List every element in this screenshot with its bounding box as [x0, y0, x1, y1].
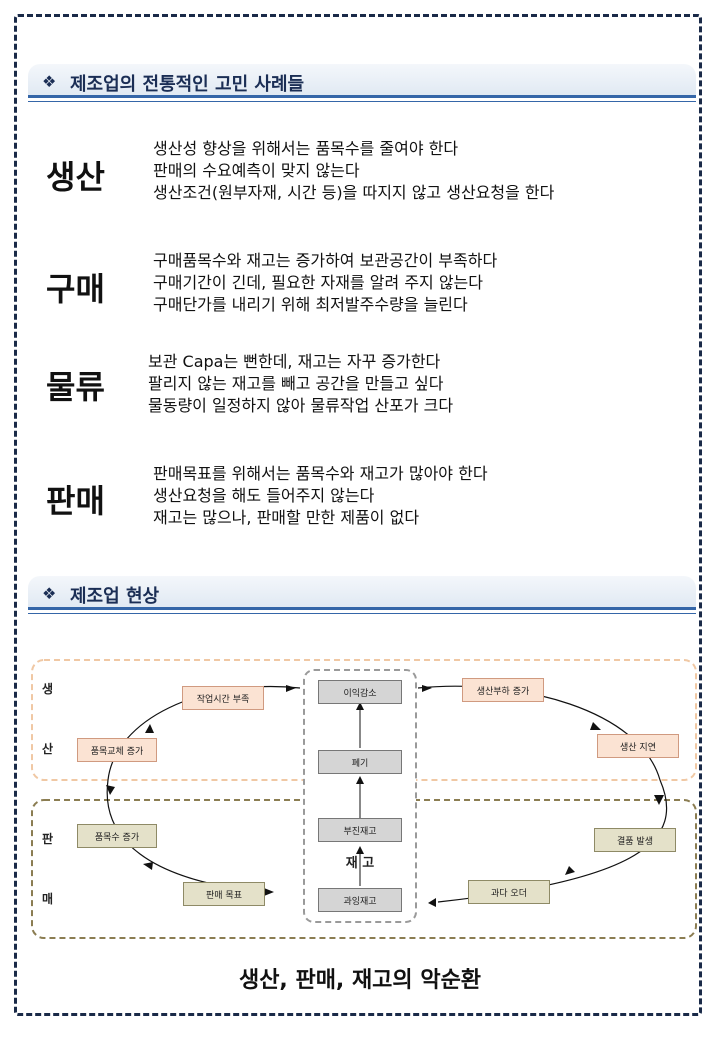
- cycle-arrow: [565, 866, 575, 875]
- issue-line: 보관 Capa는 뻔한데, 재고는 자꾸 증가한다: [148, 352, 441, 371]
- box-load-up: 생산부하 증가: [462, 678, 544, 702]
- cycle-arrow: [145, 724, 154, 733]
- box-shortage: 결품 발생: [594, 828, 676, 852]
- cycle-arc-left: [106, 686, 301, 893]
- cycle-arrow: [264, 888, 274, 896]
- cycle-arrow: [422, 685, 432, 692]
- box-work-time: 작업시간 부족: [182, 686, 264, 710]
- issue-line: 재고는 많으나, 판매할 만한 제품이 없다: [153, 508, 420, 527]
- category-purchasing-lines: 구매품목수와 재고는 증가하여 보관공간이 부족하다 구매기간이 긴데, 필요한…: [153, 250, 497, 316]
- section-header-traditional-issues: ❖ 제조업의 전통적인 고민 사례들: [28, 64, 696, 102]
- page-frame: [14, 14, 702, 1016]
- issue-line: 생산요청을 해도 들어주지 않는다: [153, 486, 375, 505]
- category-sales: 판매: [46, 482, 105, 520]
- box-sales-target: 판매 목표: [183, 882, 265, 906]
- category-sales-lines: 판매목표를 위해서는 품목수와 재고가 많아야 한다 생산요청을 해도 들어주지…: [153, 463, 488, 529]
- section-title: 제조업의 전통적인 고민 사례들: [70, 74, 305, 95]
- box-dead-stock: 부진재고: [318, 818, 402, 842]
- box-over-order: 과다 오더: [468, 880, 550, 904]
- vicious-cycle-diagram: 생 산 판 매 작업시간 부족 품목교체 증가 품목수 증가 판매 목표 이익감…: [0, 640, 720, 970]
- category-logistics-lines: 보관 Capa는 뻔한데, 재고는 자꾸 증가한다 팔리지 않는 재고를 빼고 …: [148, 351, 453, 417]
- box-disposal: 폐기: [318, 750, 402, 774]
- side-label-production-2: 산: [42, 742, 54, 756]
- category-logistics: 물류: [46, 368, 105, 406]
- issue-line: 팔리지 않는 재고를 빼고 공간을 만들고 싶다: [148, 374, 444, 393]
- cycle-arc-right: [417, 685, 668, 903]
- category-production: 생산: [46, 158, 105, 196]
- issue-line: 생산성 향상을 위해서는 품목수를 줄여야 한다: [153, 139, 459, 158]
- cycle-arrow: [428, 898, 436, 907]
- cycle-arrow: [654, 795, 664, 805]
- diamond-bullet-icon: ❖: [42, 72, 57, 91]
- side-label-sales-2: 매: [42, 892, 54, 906]
- issue-line: 구매품목수와 재고는 증가하여 보관공간이 부족하다: [153, 251, 498, 270]
- diagram-canvas: [31, 659, 697, 939]
- inventory-label: 재 고: [345, 855, 375, 871]
- issue-line: 생산조건(원부자재, 시간 등)을 따지지 않고 생산요청을 한다: [153, 183, 555, 202]
- issue-line: 구매단가를 내리기 위해 최저발주수량을 늘린다: [153, 295, 468, 314]
- section-title: 제조업 현상: [70, 586, 160, 607]
- box-item-count: 품목수 증가: [77, 824, 157, 848]
- box-profit-down: 이익감소: [318, 680, 402, 704]
- box-prod-delay: 생산 지연: [597, 734, 679, 758]
- issue-line: 구매기간이 긴데, 필요한 자재를 알려 주지 않는다: [153, 273, 484, 292]
- issue-line: 물동량이 일정하지 않아 물류작업 산포가 크다: [148, 396, 454, 415]
- side-label-production-1: 생: [42, 682, 54, 696]
- box-item-change: 품목교체 증가: [77, 738, 157, 762]
- cycle-arrow: [590, 722, 601, 730]
- section-header-manufacturing-phenomena: ❖ 제조업 현상: [28, 576, 696, 614]
- category-production-lines: 생산성 향상을 위해서는 품목수를 줄여야 한다 판매의 수요예측이 맞지 않는…: [153, 138, 554, 204]
- diamond-bullet-icon: ❖: [42, 584, 57, 603]
- issue-line: 판매의 수요예측이 맞지 않는다: [153, 161, 360, 180]
- side-label-sales-1: 판: [42, 832, 54, 846]
- cycle-arrow: [106, 785, 115, 795]
- cycle-arrow: [286, 685, 296, 692]
- category-purchasing: 구매: [46, 270, 105, 308]
- box-excess-stock: 과잉재고: [318, 888, 402, 912]
- diagram-caption: 생산, 판매, 재고의 악순환: [238, 968, 482, 993]
- cycle-arrow: [143, 862, 153, 870]
- issue-line: 판매목표를 위해서는 품목수와 재고가 많아야 한다: [153, 464, 488, 483]
